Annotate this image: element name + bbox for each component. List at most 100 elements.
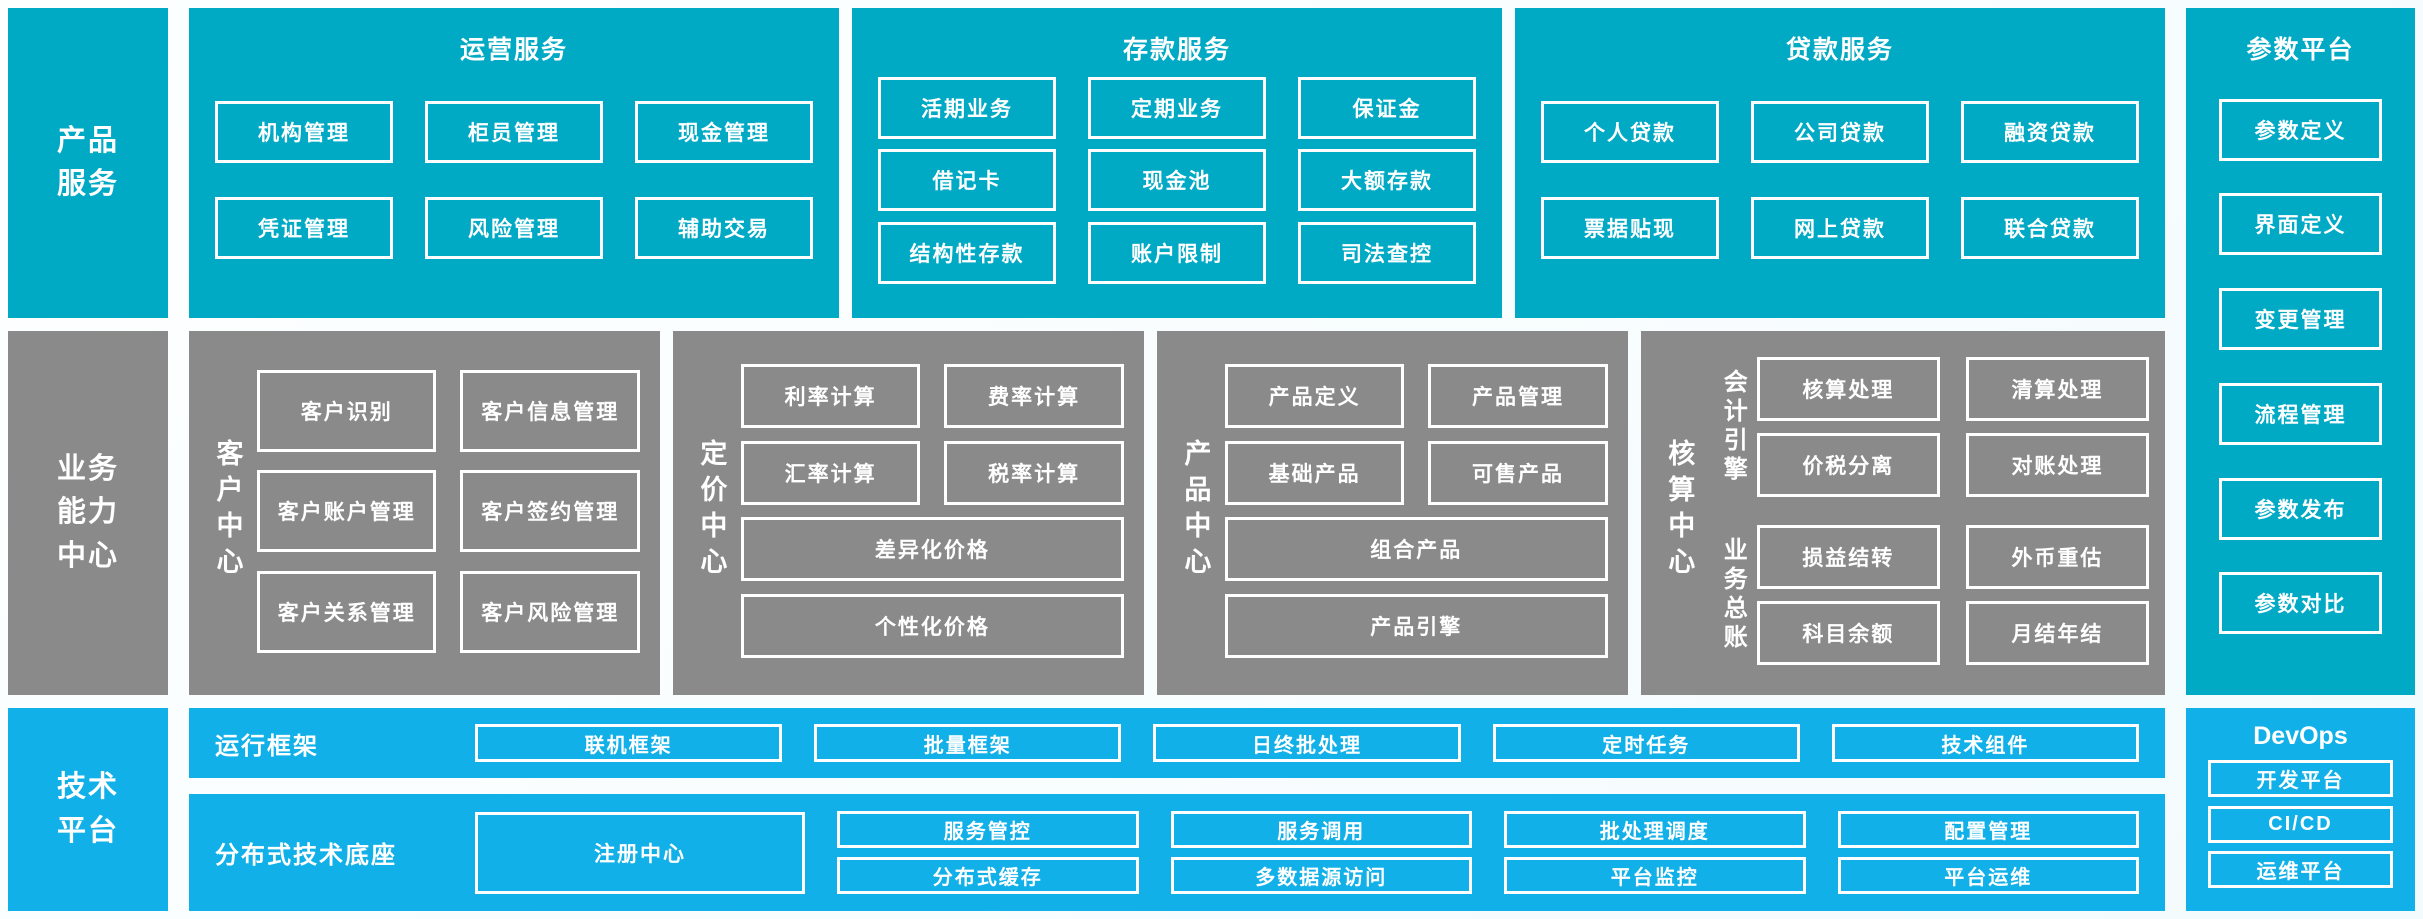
business-capability-band: 客户中心 客户识别 客户信息管理 客户账户管理 客户签约管理 客户关系管理 客户… <box>189 331 2165 695</box>
vertical-group-title: 会计引擎 <box>1719 369 1747 485</box>
module-box: 开发平台 <box>2208 759 2393 797</box>
module-box: 票据贴现 <box>1541 197 1719 260</box>
module-rows: 个人贷款 公司贷款 融资贷款 票据贴现 网上贷款 联合贷款 <box>1541 66 2139 294</box>
module-box: 参数发布 <box>2219 477 2382 540</box>
module-row: 汇率计算 税率计算 <box>740 440 1124 505</box>
module-box: 损益结转 <box>1756 525 1940 589</box>
module-box: 柜员管理 <box>425 100 603 163</box>
module-box: 服务管控 <box>837 811 1139 848</box>
module-box: 价税分离 <box>1756 433 1940 497</box>
section-product-center: 产品中心 产品定义 产品管理 基础产品 可售产品 组合产品 产品引擎 <box>1156 331 1628 695</box>
module-rows: 参数定义 界面定义 变更管理 流程管理 参数发布 参数对比 <box>2219 66 2382 667</box>
section-pricing-center: 定价中心 利率计算 费率计算 汇率计算 税率计算 差异化价格 个性化价格 <box>672 331 1144 695</box>
module-box: 基础产品 <box>1224 440 1405 505</box>
vertical-section-title: 客户中心 <box>212 439 243 583</box>
module-box: 个人贷款 <box>1541 100 1719 163</box>
module-box: 组合产品 <box>1224 517 1608 582</box>
module-box: 定时任务 <box>1492 724 1800 762</box>
section-title: 贷款服务 <box>1785 36 1894 64</box>
section-devops: DevOps 开发平台 CI/CD 运维平台 <box>2186 708 2415 911</box>
section-customer-center: 客户中心 客户识别 客户信息管理 客户账户管理 客户签约管理 客户关系管理 客户… <box>189 331 660 695</box>
module-row: 结构性存款 账户限制 司法查控 <box>878 221 1476 284</box>
module-box: 利率计算 <box>740 363 921 428</box>
module-row: 客户关系管理 客户风险管理 <box>257 570 640 653</box>
module-box: 外币重估 <box>1965 525 2149 589</box>
module-box: 客户签约管理 <box>460 470 640 552</box>
module-rows: 损益结转 外币重估 科目余额 月结年结 <box>1756 525 2149 665</box>
module-box: 产品管理 <box>1428 363 1608 428</box>
row-title: 运行框架 <box>215 732 319 760</box>
module-box: 保证金 <box>1298 76 1476 139</box>
band-label-line: 产品 <box>56 124 119 157</box>
module-box: 客户账户管理 <box>257 470 437 552</box>
technology-platform-band: 运行框架 联机框架 批量框架 日终批处理 定时任务 技术组件 分布式技术底座 注… <box>189 708 2165 911</box>
vertical-section-title: 定价中心 <box>696 439 727 583</box>
module-box: 月结年结 <box>1965 601 2149 665</box>
section-title: 参数平台 <box>2246 36 2355 64</box>
module-box: 批量框架 <box>814 724 1122 762</box>
section-accounting-center: 核算中心 会计引擎 核算处理 清算处理 价税分离 对账处理 业务 <box>1640 331 2165 695</box>
module-rows: 机构管理 柜员管理 现金管理 凭证管理 风险管理 辅助交易 <box>215 66 813 294</box>
module-box: 参数定义 <box>2219 98 2382 161</box>
module-rows: 核算处理 清算处理 价税分离 对账处理 <box>1756 357 2149 497</box>
module-rows: 开发平台 CI/CD 运维平台 <box>2208 751 2393 897</box>
business-ledger-group: 业务总账 损益结转 外币重估 科目余额 月结年结 <box>1709 525 2149 665</box>
section-runtime-framework: 运行框架 联机框架 批量框架 日终批处理 定时任务 技术组件 <box>189 708 2165 778</box>
module-box: 现金池 <box>1088 149 1266 211</box>
band-label-line: 平台 <box>56 814 119 847</box>
module-rows: 产品定义 产品管理 基础产品 可售产品 组合产品 产品引擎 <box>1224 351 1608 671</box>
section-deposit-services: 存款服务 活期业务 定期业务 保证金 借记卡 现金池 大额存款 结构性存款 账户… <box>852 8 1502 318</box>
section-parameter-platform: 参数平台 参数定义 界面定义 变更管理 流程管理 参数发布 参数对比 <box>2186 8 2415 695</box>
module-box: 客户识别 <box>257 369 437 452</box>
module-box: 核算处理 <box>1756 357 1940 421</box>
module-box: 账户限制 <box>1088 221 1266 284</box>
band-label-business-capability: 业务 能力 中心 <box>8 331 168 695</box>
module-box: 联机框架 <box>475 724 783 762</box>
module-box: 多数据源访问 <box>1170 857 1472 894</box>
module-box: 费率计算 <box>944 363 1124 428</box>
module-box: 结构性存款 <box>878 221 1056 284</box>
accounting-engine-group: 会计引擎 核算处理 清算处理 价税分离 对账处理 <box>1709 357 2149 497</box>
module-row: 借记卡 现金池 大额存款 <box>878 149 1476 211</box>
band-label-product-services: 产品 服务 <box>8 8 168 318</box>
band-label-technology-platform: 技术 平台 <box>8 708 168 911</box>
module-row: 基础产品 可售产品 <box>1224 440 1608 505</box>
module-box: 机构管理 <box>215 100 393 163</box>
module-row: 机构管理 柜员管理 现金管理 <box>215 100 813 163</box>
product-services-band: 运营服务 机构管理 柜员管理 现金管理 凭证管理 风险管理 辅助交易 存款服务 … <box>189 8 2165 318</box>
module-box: 清算处理 <box>1965 357 2149 421</box>
module-box: 客户信息管理 <box>460 369 640 452</box>
module-box: 活期业务 <box>878 76 1056 139</box>
module-box: 技术组件 <box>1831 724 2140 762</box>
module-box: 个性化价格 <box>740 594 1124 659</box>
module-box: 分布式缓存 <box>837 857 1139 894</box>
band-label-line: 业务 <box>56 452 119 485</box>
vertical-group-title: 业务总账 <box>1719 537 1747 653</box>
row-title: 分布式技术底座 <box>215 842 397 869</box>
module-box: 风险管理 <box>425 197 603 260</box>
module-box: 运维平台 <box>2208 851 2393 889</box>
section-operation-services: 运营服务 机构管理 柜员管理 现金管理 凭证管理 风险管理 辅助交易 <box>189 8 839 318</box>
vertical-section-title: 核算中心 <box>1664 439 1695 583</box>
module-box: 税率计算 <box>944 440 1124 505</box>
section-loan-services: 贷款服务 个人贷款 公司贷款 融资贷款 票据贴现 网上贷款 联合贷款 <box>1515 8 2165 318</box>
band-label-line: 技术 <box>56 771 119 803</box>
accounting-groups: 会计引擎 核算处理 清算处理 价税分离 对账处理 业务总账 损益结转 <box>1709 351 2149 671</box>
module-box: 公司贷款 <box>1751 100 1929 163</box>
module-box: 凭证管理 <box>215 197 393 260</box>
module-box: 流程管理 <box>2219 382 2382 445</box>
module-box: 产品定义 <box>1224 363 1405 428</box>
module-box: 定期业务 <box>1088 76 1266 139</box>
module-row: 客户账户管理 客户签约管理 <box>257 470 640 552</box>
section-distributed-base: 分布式技术底座 注册中心 服务管控 服务调用 批处理调度 配置管理 分布式缓存 … <box>189 794 2165 911</box>
module-box: 配置管理 <box>1837 811 2139 848</box>
module-box: 界面定义 <box>2219 193 2382 256</box>
module-row: 利率计算 费率计算 <box>740 363 1124 428</box>
module-row: 凭证管理 风险管理 辅助交易 <box>215 197 813 260</box>
module-box: 客户关系管理 <box>257 570 437 653</box>
band-label-line: 能力 <box>56 496 119 529</box>
module-row: 客户识别 客户信息管理 <box>257 369 640 452</box>
module-box: 辅助交易 <box>635 197 813 260</box>
module-rows: 服务管控 服务调用 批处理调度 配置管理 分布式缓存 多数据源访问 平台监控 平… <box>837 811 2139 894</box>
module-box: 差异化价格 <box>740 517 1124 582</box>
